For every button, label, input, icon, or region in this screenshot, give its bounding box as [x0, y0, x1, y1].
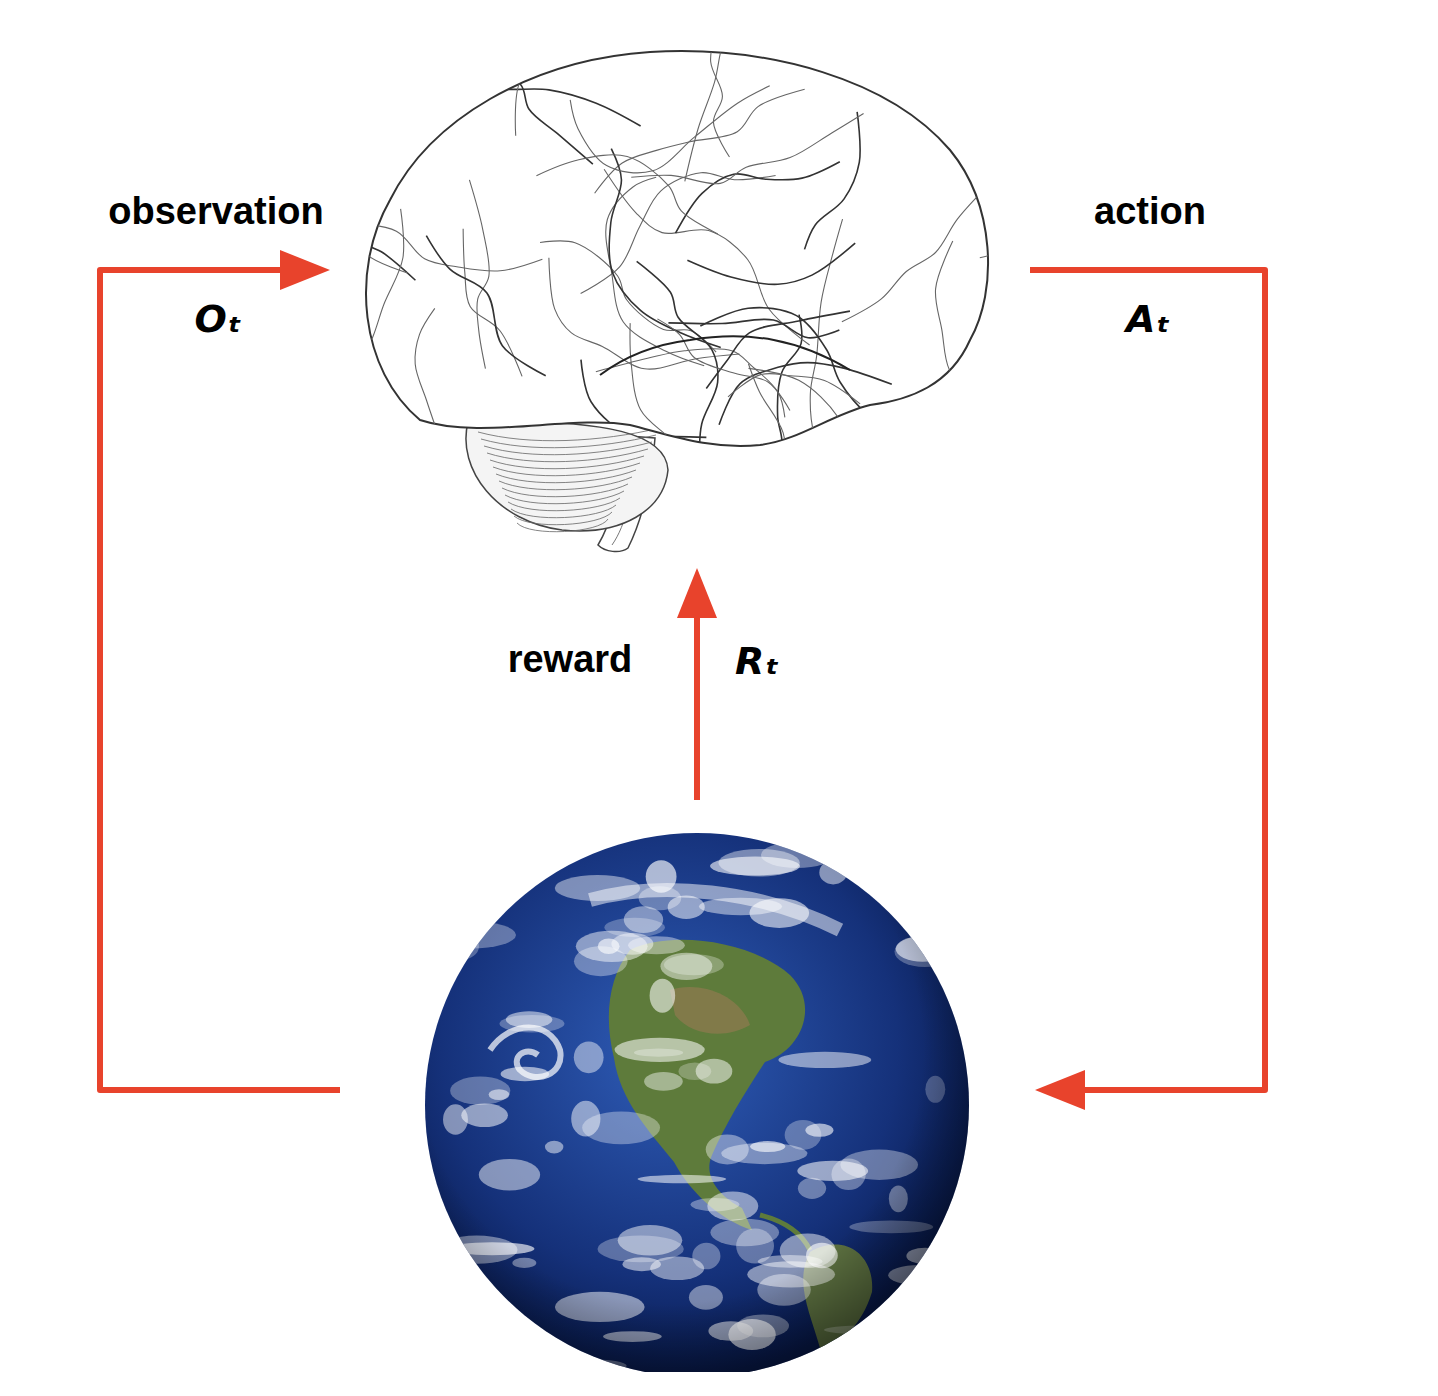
earth-illustration — [340, 800, 1035, 1372]
agent-brain — [330, 40, 1030, 568]
flow-arrow — [694, 613, 700, 800]
brain-illustration — [330, 40, 1030, 568]
edge-label: observation — [108, 190, 323, 234]
flow-arrow — [1030, 270, 1265, 1090]
edge-label: reward — [508, 638, 633, 682]
symbol-label: Rₜ — [735, 640, 779, 684]
symbol-label: Oₜ — [194, 298, 241, 342]
environment-earth — [340, 800, 1035, 1372]
edge-label: action — [1094, 190, 1206, 234]
symbol-label: Aₜ — [1126, 298, 1170, 342]
flow-arrow — [100, 270, 340, 1090]
